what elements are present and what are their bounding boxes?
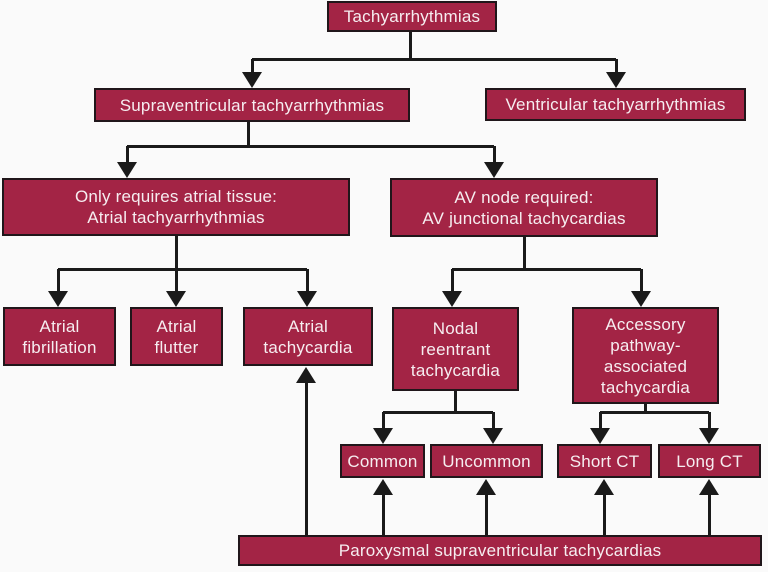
arrowhead-down-icon [117, 162, 137, 178]
connector-line [707, 412, 711, 430]
arrowhead-down-icon [631, 291, 651, 307]
arrowhead-up-icon [296, 367, 316, 383]
arrowhead-down-icon [297, 291, 317, 307]
connector-line [246, 122, 250, 147]
node-accessory-pathway-associated-tachycardia: Accessory pathway- associated tachycardi… [572, 307, 719, 404]
connector-line [381, 412, 385, 430]
connector-line [492, 146, 496, 164]
connector-line [491, 412, 495, 430]
node-av-node-required: AV node required: AV junctional tachycar… [390, 178, 658, 237]
connector-line [408, 32, 412, 60]
connector-line [56, 269, 60, 293]
connector-line [600, 410, 709, 414]
connector-line [602, 493, 606, 535]
node-supraventricular-tachyarrhythmias: Supraventricular tachyarrhythmias [94, 88, 410, 122]
arrowhead-down-icon [484, 162, 504, 178]
node-tachyarrhythmias: Tachyarrhythmias [327, 1, 497, 32]
connector-line [453, 391, 457, 413]
connector-line [383, 410, 493, 414]
node-nodal-reentrant-tachycardia: Nodal reentrant tachycardia [392, 307, 519, 391]
connector-line [598, 412, 602, 430]
arrowhead-up-icon [373, 479, 393, 495]
arrowhead-down-icon [590, 428, 610, 444]
node-only-requires-atrial-tissue: Only requires atrial tissue: Atrial tach… [2, 178, 350, 236]
node-short-ct: Short CT [557, 444, 652, 478]
connector-line [127, 144, 494, 148]
arrowhead-down-icon [166, 291, 186, 307]
arrowhead-up-icon [476, 479, 496, 495]
connector-line [484, 493, 488, 535]
connector-line [707, 493, 711, 535]
connector-line [125, 146, 129, 164]
arrowhead-down-icon [699, 428, 719, 444]
connector-line [58, 267, 307, 271]
connector-line [305, 269, 309, 293]
arrowhead-up-icon [699, 479, 719, 495]
node-uncommon: Uncommon [430, 444, 543, 478]
connector-line [452, 267, 641, 271]
arrowhead-down-icon [242, 72, 262, 88]
arrowhead-down-icon [606, 72, 626, 88]
connector-line [450, 269, 454, 293]
connector-line [522, 237, 526, 270]
node-atrial-tachycardia: Atrial tachycardia [243, 307, 373, 366]
arrowhead-up-icon [594, 479, 614, 495]
node-paroxysmal-supraventricular-tachycardias: Paroxysmal supraventricular tachycardias [238, 535, 762, 566]
arrowhead-down-icon [483, 428, 503, 444]
connector-line [304, 381, 308, 535]
node-atrial-fibrillation: Atrial fibrillation [3, 307, 116, 366]
node-ventricular-tachyarrhythmias: Ventricular tachyarrhythmias [485, 88, 746, 121]
connector-line [174, 236, 178, 293]
node-common: Common [340, 444, 425, 478]
connector-line [643, 404, 647, 413]
connector-line [250, 59, 254, 75]
node-atrial-flutter: Atrial flutter [130, 307, 223, 366]
arrowhead-down-icon [373, 428, 393, 444]
node-long-ct: Long CT [658, 444, 761, 478]
arrowhead-down-icon [442, 291, 462, 307]
connector-line [639, 269, 643, 293]
connector-line [614, 59, 618, 75]
connector-line [252, 57, 616, 61]
arrowhead-down-icon [48, 291, 68, 307]
connector-line [381, 493, 385, 535]
